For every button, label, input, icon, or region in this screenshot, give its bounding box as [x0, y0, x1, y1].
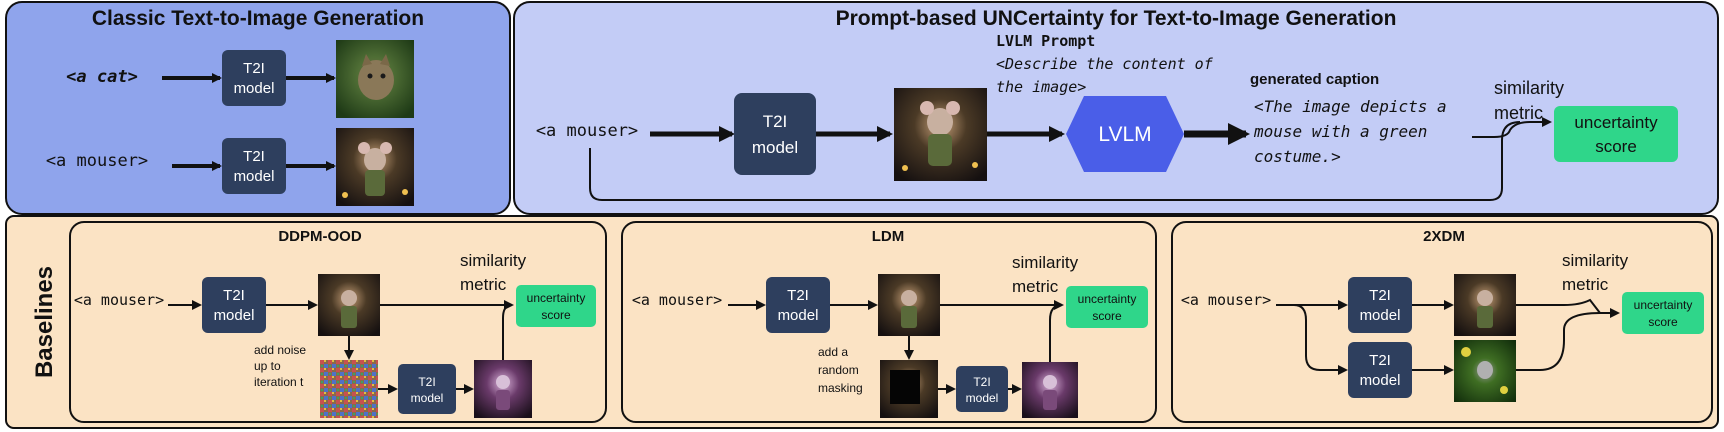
ldm-t2i-box [766, 277, 830, 333]
ddpm-score-box [516, 285, 596, 327]
twoxdm-t2i-box-1 [1348, 277, 1412, 333]
twoxdm-similarity: metric [1562, 275, 1609, 294]
score-label: score [541, 308, 571, 322]
t2i-label: T2I [1369, 287, 1391, 304]
caption-text: mouse with a green [1253, 122, 1427, 141]
score-label: score [1595, 137, 1637, 156]
prompt-cat: <a cat> [66, 67, 138, 87]
uncertainty-score-box [1554, 106, 1678, 162]
caption-text: costume.> [1254, 147, 1341, 166]
ddpm-step-label: add noise [254, 343, 306, 357]
score-label: uncertainty [527, 291, 586, 305]
t2i-label: T2I [418, 375, 435, 389]
cat-image [336, 40, 414, 118]
lvlm-label: LVLM [1098, 123, 1151, 146]
t2i-label: model [234, 168, 275, 185]
similarity-label: metric [1494, 103, 1543, 123]
ldm-score-box [1066, 286, 1148, 328]
ddpm-prompt: <a mouser> [74, 291, 164, 309]
t2i-box-cat [222, 50, 286, 106]
twoxdm-arrow-join [1563, 298, 1601, 314]
score-label: uncertainty [1078, 292, 1137, 306]
punc-mouse-image [894, 88, 987, 181]
ddpm-box [69, 221, 607, 423]
ldm-t2i-box-2 [956, 366, 1008, 412]
t2i-label: T2I [787, 287, 809, 304]
twoxdm-arrow-image-2 [1516, 308, 1620, 371]
ldm-box [621, 221, 1157, 423]
prompt-mouser: <a mouser> [46, 151, 148, 171]
similarity-label: similarity [1494, 78, 1564, 98]
t2i-label: model [214, 307, 255, 324]
punc-t2i-box [734, 93, 816, 175]
ldm-mouse-image [878, 274, 940, 336]
lvlm-prompt-text: the image> [996, 78, 1086, 96]
score-label: uncertainty [1634, 298, 1693, 312]
score-label: score [1648, 315, 1678, 329]
t2i-label: model [234, 80, 275, 97]
lvlm-prompt-text: <Describe the content of [996, 55, 1214, 73]
t2i-label: T2I [973, 375, 990, 389]
twoxdm-mouse-image [1454, 274, 1516, 336]
twoxdm-t2i-box-2 [1348, 342, 1412, 398]
t2i-label: T2I [223, 287, 245, 304]
puncertainty-title: Prompt-based UNCertainty for Text-to-Ima… [836, 7, 1397, 30]
t2i-label: model [411, 391, 444, 405]
ddpm-mouse-image [318, 274, 380, 336]
ldm-step-label: random [818, 363, 859, 377]
arrow-prompt-to-score [589, 121, 1521, 201]
ldm-similarity: similarity [1012, 253, 1079, 272]
twoxdm-box [1171, 221, 1713, 423]
ddpm-noise-image [320, 360, 378, 418]
ldm-title: LDM [872, 228, 905, 245]
score-label: uncertainty [1574, 113, 1658, 132]
ldm-arrow-join [1049, 304, 1063, 321]
mouse-image [336, 128, 414, 206]
ddpm-step-label: iteration t [254, 375, 304, 389]
ldm-step-label: add a [818, 345, 848, 359]
ldm-regen-image [1022, 362, 1078, 418]
t2i-label: T2I [243, 60, 265, 77]
t2i-label: model [752, 138, 798, 157]
twoxdm-score-box [1622, 292, 1704, 334]
ddpm-similarity: similarity [460, 251, 527, 270]
ddpm-t2i-box [202, 277, 266, 333]
twoxdm-prompt: <a mouser> [1181, 291, 1271, 309]
ldm-masked-image [880, 360, 938, 418]
lvlm-block [1066, 96, 1184, 172]
ddpm-t2i-box-2 [398, 364, 456, 414]
twoxdm-alt-image [1454, 340, 1516, 402]
twoxdm-arrow-branch [1293, 304, 1348, 375]
twoxdm-similarity: similarity [1562, 251, 1629, 270]
punc-prompt: <a mouser> [536, 121, 638, 141]
ddpm-regen-image [474, 360, 532, 418]
ddpm-similarity: metric [460, 275, 507, 294]
lvlm-prompt-title: LVLM Prompt [996, 32, 1095, 50]
score-label: score [1092, 309, 1122, 323]
t2i-label: model [1360, 307, 1401, 324]
ddpm-title: DDPM-OOD [278, 228, 361, 245]
t2i-box-mouser [222, 138, 286, 194]
twoxdm-title: 2XDM [1423, 228, 1465, 245]
ldm-similarity: metric [1012, 277, 1059, 296]
arrow-caption-to-score [1472, 117, 1552, 138]
classic-title: Classic Text-to-Image Generation [92, 7, 424, 30]
caption-text: <The image depicts a [1254, 97, 1447, 116]
t2i-label: model [778, 307, 819, 324]
t2i-label: model [1360, 372, 1401, 389]
ldm-step-label: masking [818, 381, 863, 395]
t2i-label: T2I [763, 112, 788, 131]
ldm-prompt: <a mouser> [632, 291, 722, 309]
baselines-label: Baselines [31, 266, 58, 378]
ddpm-step-label: up to [254, 359, 281, 373]
t2i-label: model [966, 391, 999, 405]
t2i-label: T2I [1369, 352, 1391, 369]
caption-title: generated caption [1250, 71, 1379, 88]
ddpm-arrow-join [502, 304, 513, 328]
t2i-label: T2I [243, 148, 265, 165]
